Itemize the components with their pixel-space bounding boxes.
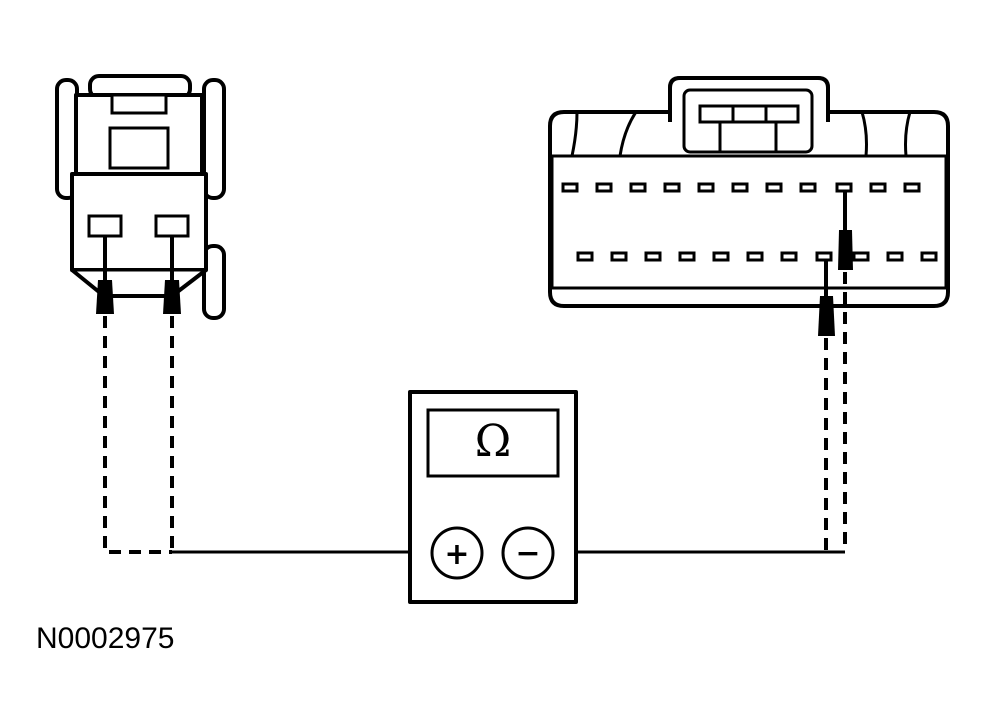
figure-reference-id: N0002975 — [36, 622, 174, 655]
ohmmeter: Ω + − — [408, 390, 578, 604]
negative-terminal-label: − — [515, 536, 540, 571]
module-connector — [548, 76, 950, 336]
connector-pin-2 — [154, 214, 190, 238]
meter-display — [426, 408, 560, 478]
right-test-leads — [824, 272, 847, 552]
connector-pin-1 — [87, 214, 123, 238]
probe-tip-left-1 — [96, 280, 114, 314]
left-test-probes — [96, 280, 181, 314]
negative-terminal — [501, 526, 555, 580]
probe-tip-module-top — [838, 230, 853, 270]
positive-terminal — [430, 526, 484, 580]
ohm-symbol: Ω — [475, 416, 511, 467]
probe-tip-module-bottom — [818, 296, 835, 336]
positive-terminal-label: + — [444, 537, 469, 572]
left-test-leads — [103, 316, 174, 554]
two-pin-connector — [55, 74, 226, 320]
probe-tip-left-2 — [163, 280, 181, 314]
